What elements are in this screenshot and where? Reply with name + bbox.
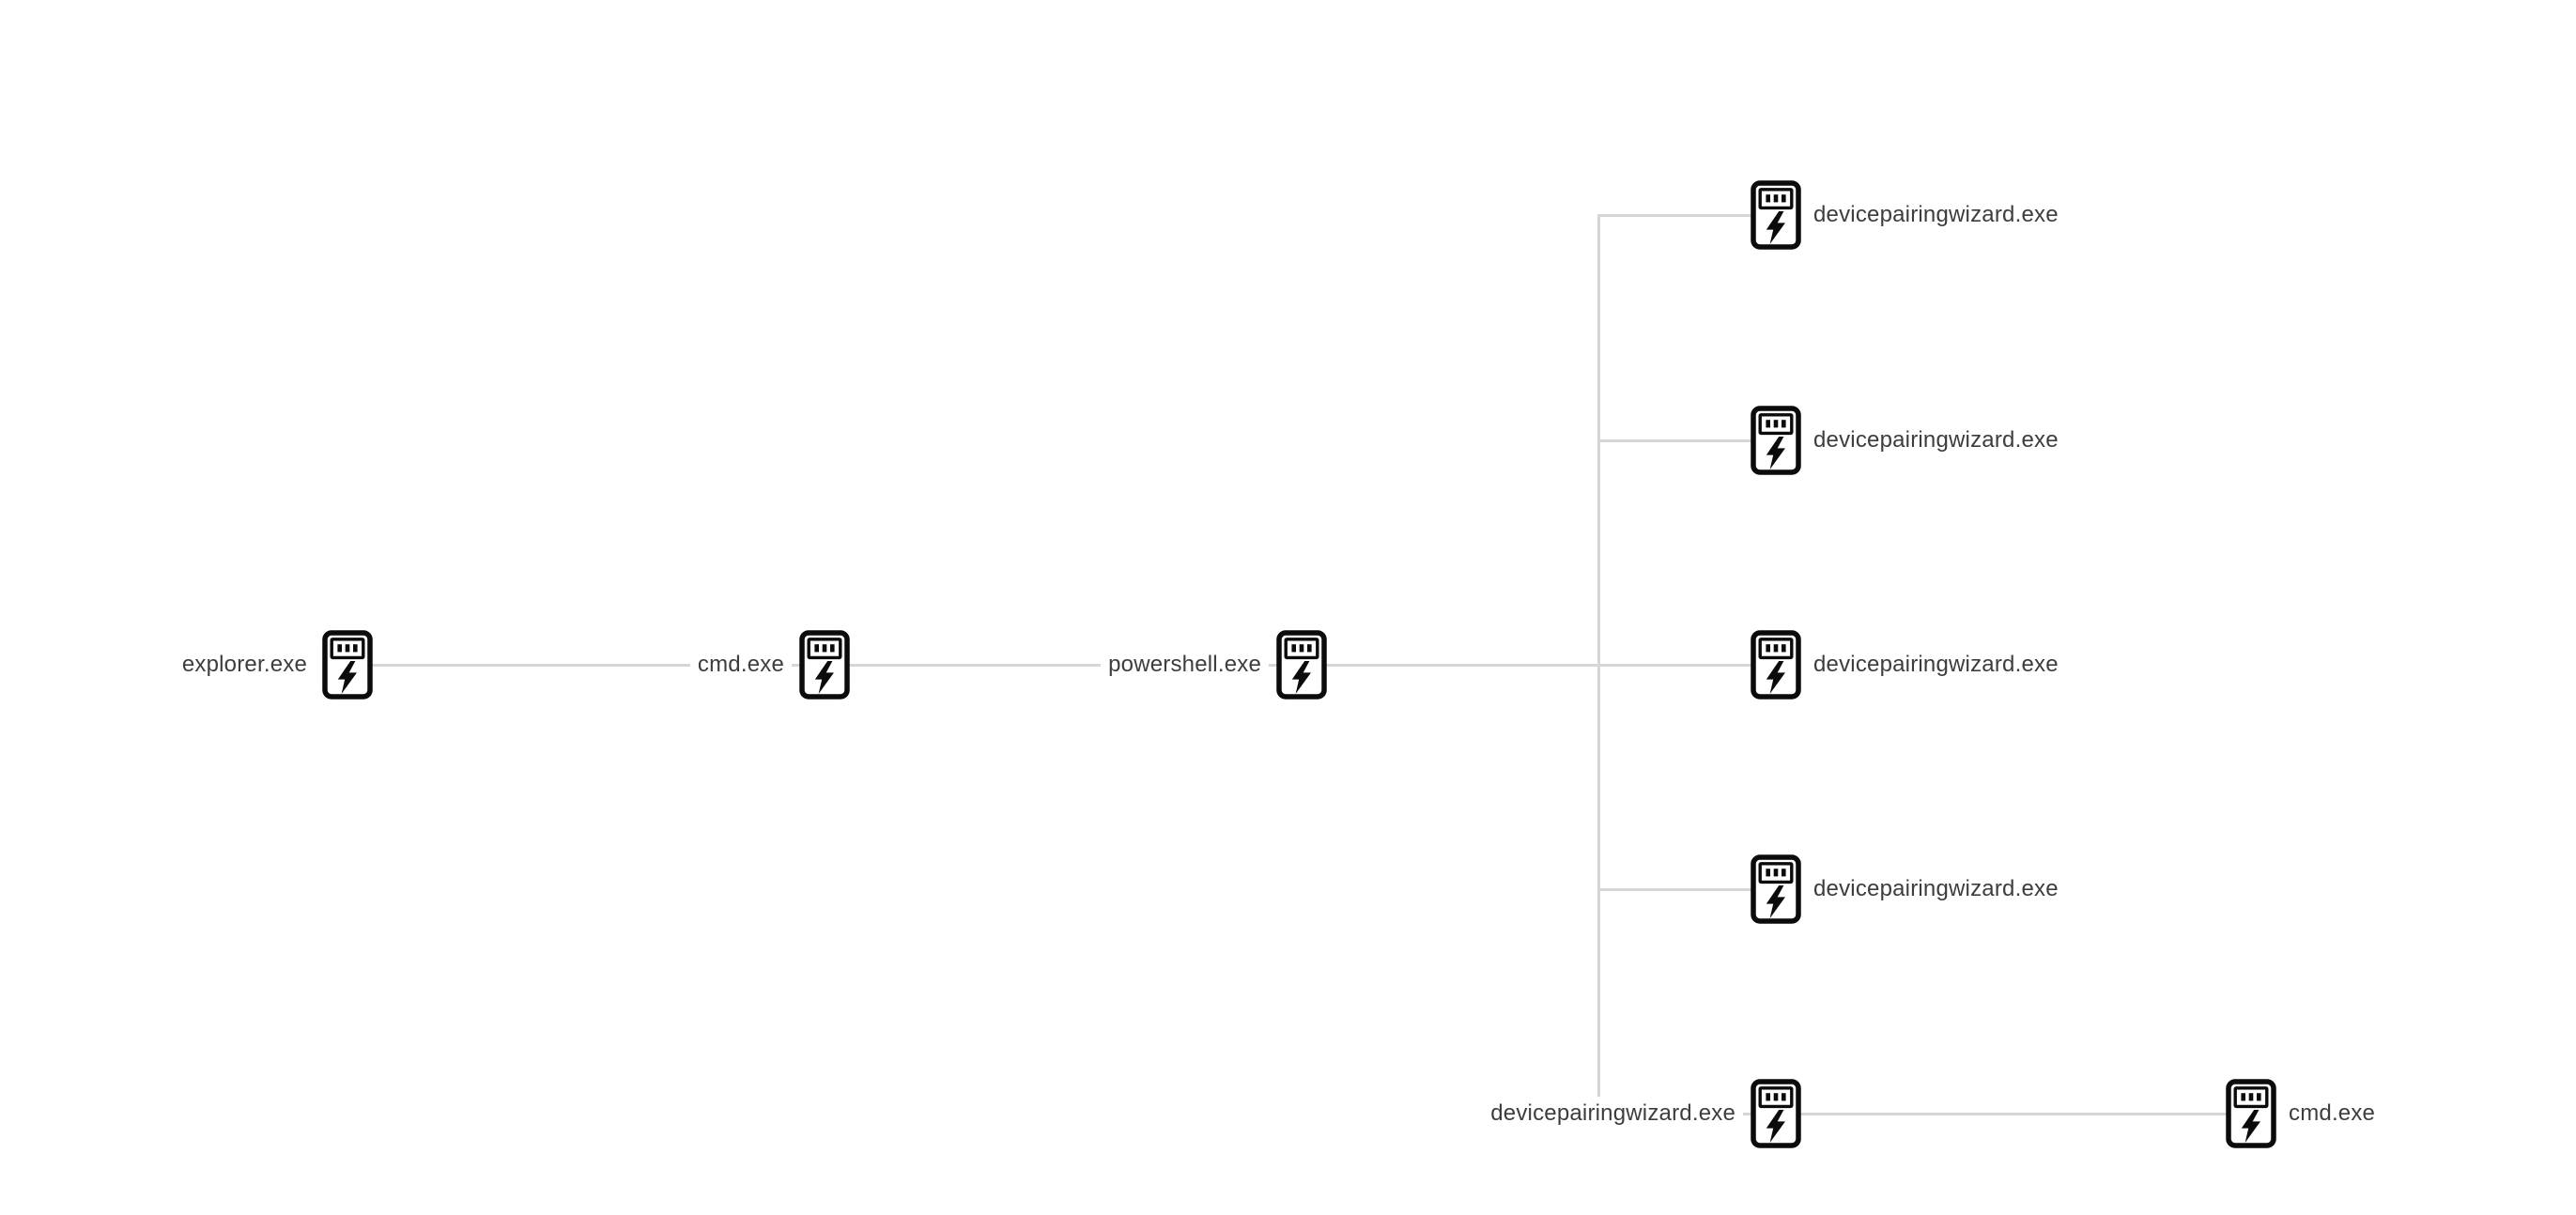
process-lightning-icon	[1751, 630, 1801, 700]
edge-line	[1598, 438, 1776, 442]
process-node-devicepairingwizard-3[interactable]: devicepairingwizard.exe	[1751, 630, 2066, 700]
edge-line	[1598, 213, 1776, 217]
process-label: devicepairingwizard.exe	[1806, 198, 2066, 232]
process-label: devicepairingwizard.exe	[1806, 423, 2066, 457]
process-node-cmd-1[interactable]: cmd.exe	[689, 630, 850, 700]
process-label: cmd.exe	[2281, 1097, 2383, 1130]
process-lightning-icon	[799, 630, 850, 700]
edge-line	[825, 663, 1302, 667]
process-node-explorer[interactable]: explorer.exe	[174, 630, 373, 700]
edge-line	[1598, 663, 1776, 667]
process-label: devicepairingwizard.exe	[1806, 872, 2066, 906]
process-label: cmd.exe	[689, 648, 792, 682]
process-lightning-icon	[1276, 630, 1327, 700]
process-node-powershell[interactable]: powershell.exe	[1101, 630, 1327, 700]
edge-line	[1598, 887, 1776, 891]
process-lightning-icon	[322, 630, 373, 700]
process-label: devicepairingwizard.exe	[1806, 648, 2066, 682]
process-lightning-icon	[1751, 854, 1801, 924]
process-node-cmd-2[interactable]: cmd.exe	[2226, 1079, 2383, 1148]
process-lightning-icon	[2226, 1079, 2276, 1148]
process-node-devicepairingwizard-5[interactable]: devicepairingwizard.exe	[1483, 1079, 1801, 1148]
process-node-devicepairingwizard-2[interactable]: devicepairingwizard.exe	[1751, 406, 2066, 475]
process-label: devicepairingwizard.exe	[1483, 1097, 1743, 1130]
process-label: explorer.exe	[174, 648, 315, 682]
process-lightning-icon	[1751, 406, 1801, 475]
process-node-devicepairingwizard-1[interactable]: devicepairingwizard.exe	[1751, 180, 2066, 250]
edge-line	[1776, 1112, 2251, 1115]
process-lightning-icon	[1751, 180, 1801, 250]
process-lightning-icon	[1751, 1079, 1801, 1148]
process-label: powershell.exe	[1101, 648, 1269, 682]
process-node-devicepairingwizard-4[interactable]: devicepairingwizard.exe	[1751, 854, 2066, 924]
edge-line	[347, 663, 825, 667]
edge-line	[1302, 663, 1598, 667]
